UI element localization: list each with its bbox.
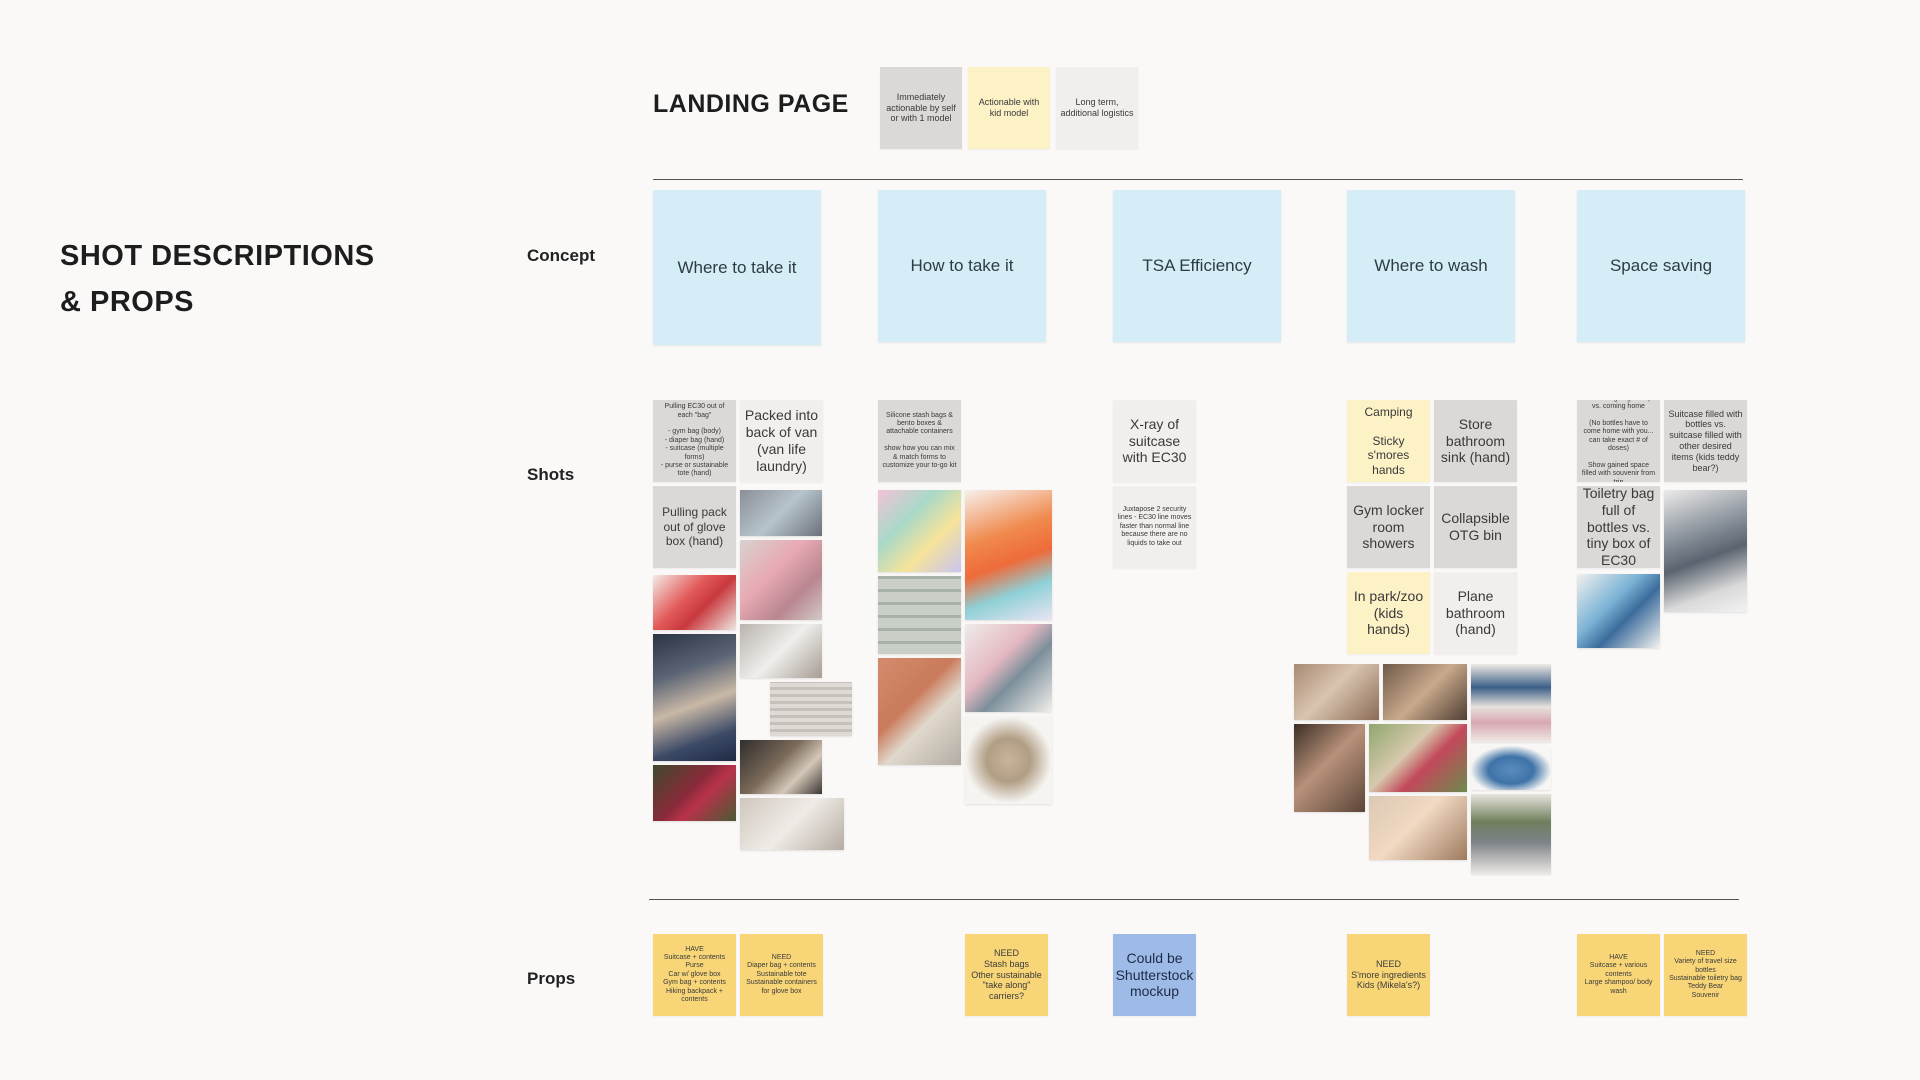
row-label-shots: Shots xyxy=(527,465,575,484)
photo-girl-smiling xyxy=(1369,796,1467,860)
shot-note-plane-bathroom: Plane bathroom (hand) xyxy=(1434,572,1517,654)
prop-note-need-c2: NEED Stash bags Other sustainable "take … xyxy=(965,934,1048,1016)
page-title: LANDING PAGE xyxy=(653,90,849,118)
shot-note-park-zoo: In park/zoo (kids hands) xyxy=(1347,572,1430,654)
photo-pink-stack xyxy=(965,624,1052,712)
photo-hand-holding-item xyxy=(1294,724,1365,812)
shot-note-glove-box: Pulling pack out of glove box (hand) xyxy=(653,486,736,568)
shot-note-suitcase-trip: Suitcase going on trip vs. coming home (… xyxy=(1577,400,1660,482)
photo-red-backpack xyxy=(653,765,736,821)
concept-where-to-wash[interactable]: Where to wash xyxy=(1347,190,1515,342)
photo-hand-in-bag xyxy=(740,490,822,536)
photo-pink-diaper-bag xyxy=(740,540,822,620)
photo-girl-in-van xyxy=(653,634,736,761)
photo-stacked-cups xyxy=(878,576,961,654)
photo-blue-bowls xyxy=(1471,664,1551,742)
shot-note-xray: X-ray of suitcase with EC30 xyxy=(1113,400,1196,482)
photo-bento-beige xyxy=(965,716,1052,804)
concept-space-saving[interactable]: Space saving xyxy=(1577,190,1745,342)
prop-note-need-c1: NEED Diaper bag + contents Sustainable t… xyxy=(740,934,823,1016)
concept-how-to-take-it[interactable]: How to take it xyxy=(878,190,1046,342)
concept-tsa-efficiency[interactable]: TSA Efficiency xyxy=(1113,190,1281,342)
shot-note-camping: Camping Sticky s'mores hands xyxy=(1347,400,1430,482)
photo-packed-suitcase xyxy=(1664,490,1747,612)
bottom-divider xyxy=(649,899,1739,900)
legend-item-long-term: Long term, additional logistics xyxy=(1056,67,1138,149)
photo-woman-child-park xyxy=(1369,724,1467,792)
section-title-line1: SHOT DESCRIPTIONS xyxy=(60,240,375,272)
shot-note-suitcase-bottles: Suitcase filled with bottles vs. suitcas… xyxy=(1664,400,1747,482)
shot-note-pulling-ec30: Pulling EC30 out of each "bag" - gym bag… xyxy=(653,400,736,482)
prop-note-need-c5: NEED Variety of travel size bottles Sust… xyxy=(1664,934,1747,1016)
photo-toiletry-bottles xyxy=(1577,574,1660,648)
shot-note-security-lines: Juxtapose 2 security lines - EC30 line m… xyxy=(1113,486,1196,568)
row-label-concept: Concept xyxy=(527,246,595,265)
shot-note-store-bathroom: Store bathroom sink (hand) xyxy=(1434,400,1517,482)
photo-striped-towel xyxy=(770,682,852,736)
section-title-line2: & PROPS xyxy=(60,286,195,318)
photo-collapsible-bin xyxy=(1471,794,1551,874)
concept-where-to-take-it[interactable]: Where to take it xyxy=(653,190,821,345)
prop-note-shutterstock: Could be Shutterstock mockup xyxy=(1113,934,1196,1016)
prop-note-need-c4: NEED S'more ingredients Kids (Mikela's?) xyxy=(1347,934,1430,1016)
photo-bento-boxes xyxy=(878,658,961,765)
photo-bags-fruit xyxy=(965,490,1052,620)
prop-note-have-c1: HAVE Suitcase + contents Purse Car w/ gl… xyxy=(653,934,736,1016)
shot-note-toiletry-bag: Toiletry bag full of bottles vs. tiny bo… xyxy=(1577,486,1660,568)
shot-note-silicone-bags: Silicone stash bags & bento boxes & atta… xyxy=(878,400,961,482)
row-label-props: Props xyxy=(527,969,576,988)
photo-red-suitcase xyxy=(653,575,736,630)
photo-stash-bags-color xyxy=(878,490,961,572)
prop-note-have-c5: HAVE Suitcase + various contents Large s… xyxy=(1577,934,1660,1016)
top-divider xyxy=(653,179,1743,180)
photo-white-bag xyxy=(740,624,822,678)
photo-kids-eating xyxy=(1383,664,1467,720)
shot-note-gym-locker: Gym locker room showers xyxy=(1347,486,1430,568)
photo-washing-hands xyxy=(1294,664,1379,720)
photo-tote-bag xyxy=(740,798,844,850)
legend-item-immediate: Immediately actionable by self or with 1… xyxy=(880,67,962,149)
photo-people-car xyxy=(740,740,822,794)
legend-item-kid-model: Actionable with kid model xyxy=(968,67,1050,149)
shot-note-collapsible-bin: Collapsible OTG bin xyxy=(1434,486,1517,568)
shot-note-packed-van: Packed into back of van (van life laundr… xyxy=(740,400,823,482)
photo-blue-collapsible-bowl xyxy=(1471,746,1551,790)
